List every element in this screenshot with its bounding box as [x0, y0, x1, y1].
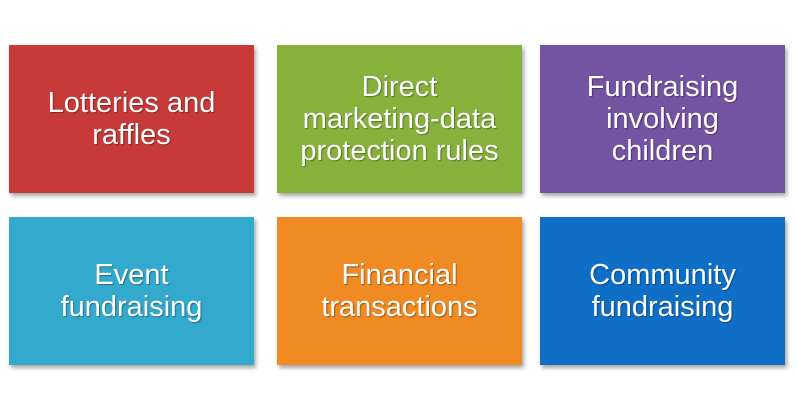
tile-lotteries-and-raffles: Lotteries and raffles: [9, 45, 254, 193]
tile-line: Community: [589, 259, 736, 291]
tile-event-fundraising: Event fundraising: [9, 217, 254, 365]
tile-line: transactions: [321, 291, 478, 323]
tile-line: Event: [94, 259, 169, 291]
tile-line: protection rules: [300, 135, 499, 167]
tile-line: children: [611, 135, 714, 167]
tile-line: involving: [606, 103, 719, 135]
tile-line: marketing-data: [302, 103, 497, 135]
tile-financial-transactions: Financial transactions: [277, 217, 522, 365]
tile-line: fundraising: [60, 291, 203, 323]
tile-line: Lotteries and: [47, 87, 216, 119]
tile-community-fundraising: Community fundraising: [540, 217, 785, 365]
tile-line: Fundraising: [586, 71, 739, 103]
tile-direct-marketing-data-protection-rules: Direct marketing-data protection rules: [277, 45, 522, 193]
tile-line: raffles: [92, 119, 171, 151]
tile-line: fundraising: [591, 291, 734, 323]
tile-line: Direct: [361, 71, 438, 103]
tile-line: Financial: [341, 259, 458, 291]
tile-fundraising-involving-children: Fundraising involving children: [540, 45, 785, 193]
